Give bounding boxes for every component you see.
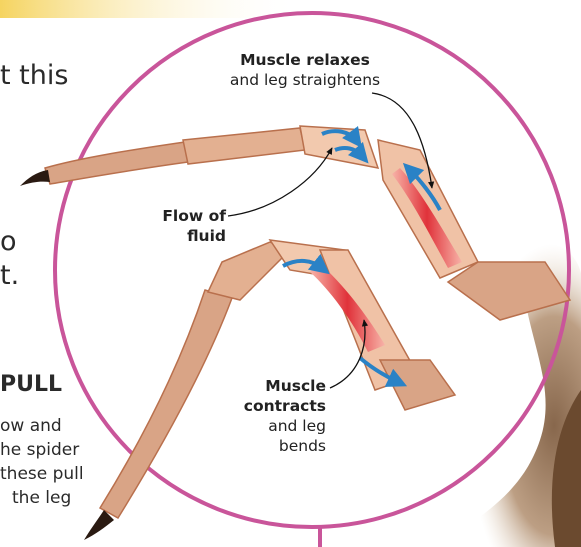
label-muscle-contracts: Muscle contracts and leg bends bbox=[220, 376, 326, 456]
label-muscle-relaxes-bold: Muscle relaxes bbox=[240, 51, 370, 69]
page-text-fragment: ow and bbox=[0, 414, 62, 438]
label-contracts-line2: contracts bbox=[244, 397, 326, 415]
label-contracts-line1: Muscle bbox=[265, 377, 326, 395]
lower-leg-claw bbox=[84, 510, 114, 540]
page-text-fragment: he spider bbox=[0, 438, 79, 462]
upper-leg-claw bbox=[20, 170, 50, 186]
upper-leg-metatarsus bbox=[183, 128, 305, 164]
label-muscle-relaxes: Muscle relaxes and leg straightens bbox=[200, 50, 410, 90]
page-text-fragment: these pull bbox=[0, 462, 84, 486]
label-flow-of-fluid: Flow of fluid bbox=[130, 206, 226, 246]
label-flow-line2: fluid bbox=[187, 227, 226, 245]
leader-flow bbox=[228, 148, 332, 216]
page-text-fragment: o bbox=[0, 226, 17, 257]
upper-leg bbox=[20, 126, 570, 320]
label-contracts-line4: bends bbox=[220, 436, 326, 456]
label-contracts-line3: and leg bbox=[220, 416, 326, 436]
label-muscle-relaxes-text: and leg straightens bbox=[200, 70, 410, 90]
section-heading: PULL bbox=[0, 372, 62, 397]
page-text-fragment: t. bbox=[0, 260, 19, 291]
page-text-fragment: t this bbox=[0, 60, 68, 91]
top-banner bbox=[0, 0, 300, 18]
upper-leg-tarsus bbox=[45, 142, 188, 184]
label-flow-line1: Flow of bbox=[162, 207, 226, 225]
page-text-fragment: the leg bbox=[12, 486, 71, 510]
